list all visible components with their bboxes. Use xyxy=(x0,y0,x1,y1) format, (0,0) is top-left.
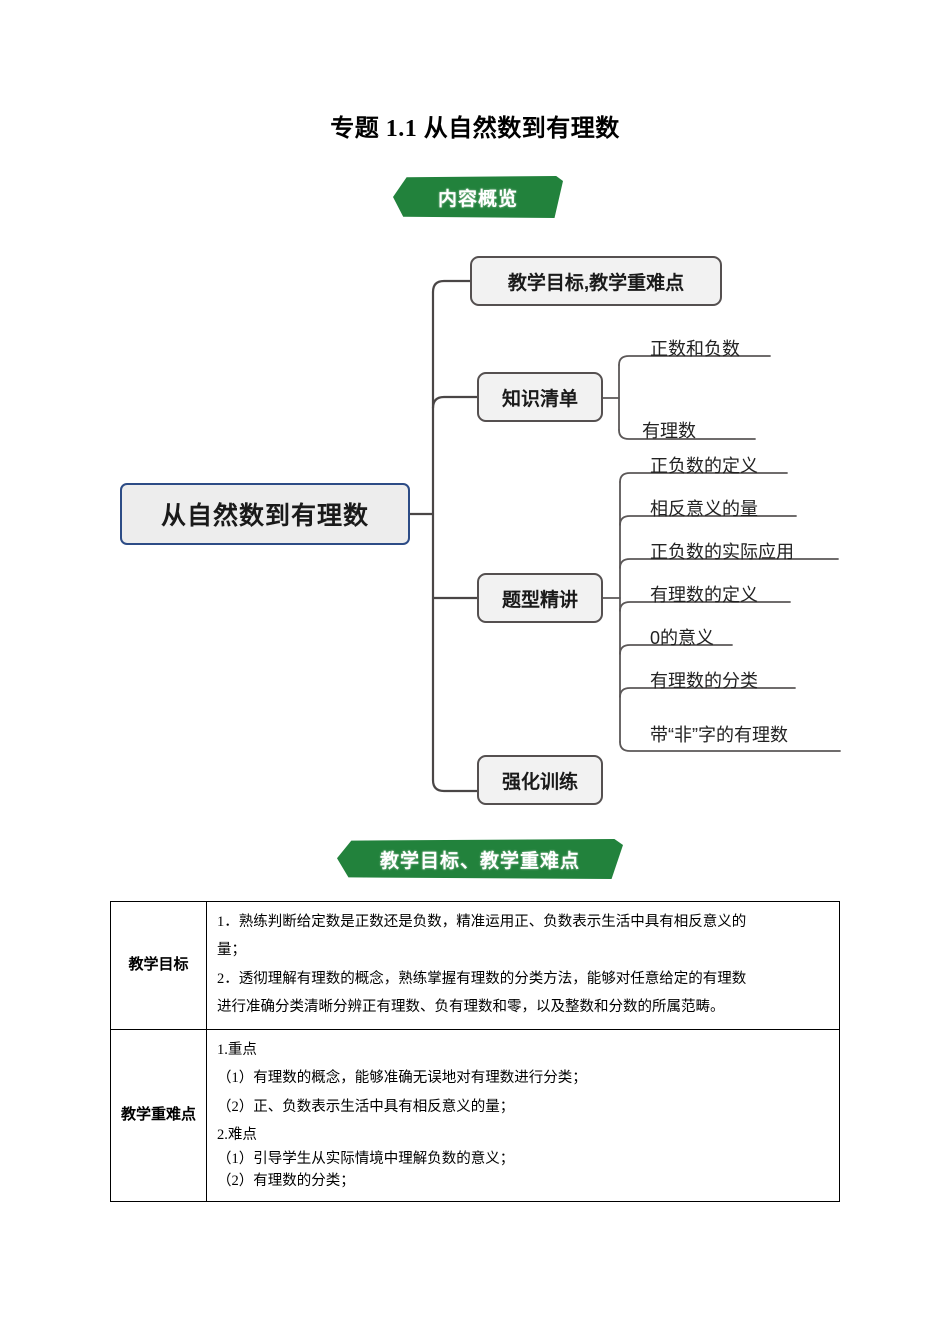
mindmap-branch-question-types[interactable]: 题型精讲 xyxy=(477,573,603,623)
mindmap-leaf-positive-negative-numbers[interactable]: 正数和负数 xyxy=(650,339,740,359)
table-row: 教学目标 1．熟练判断给定数是正数还是负数，精准运用正、负数表示生活中具有相反意… xyxy=(110,900,840,1031)
table-cell-key-difficult-points: 1.重点 （1）有理数的概念，能够准确无误地对有理数进行分类； （2）正、负数表… xyxy=(206,1029,840,1202)
page-title: 专题 1.1 从自然数到有理数 xyxy=(330,116,620,142)
mindmap-root-node[interactable]: 从自然数到有理数 xyxy=(120,483,410,545)
mindmap-leaf-opposite-meaning-quantity[interactable]: 相反意义的量 xyxy=(650,499,758,519)
mindmap-connectors xyxy=(408,279,841,793)
cell-line: 2．透彻理解有理数的概念，熟练掌握有理数的分类方法，能够对任意给定的有理数 xyxy=(217,970,747,987)
mindmap-branch-teaching-objectives[interactable]: 教学目标,教学重难点 xyxy=(470,256,722,306)
mindmap-leaf-fei-character-rational-numbers[interactable]: 带“非”字的有理数 xyxy=(650,725,788,745)
mindmap-leaf-practical-application[interactable]: 正负数的实际应用 xyxy=(650,542,794,562)
cell-line: 1．熟练判断给定数是正数还是负数，精准运用正、负数表示生活中具有相反意义的 xyxy=(217,914,747,930)
table-row: 教学重难点 1.重点 （1）有理数的概念，能够准确无误地对有理数进行分类； （2… xyxy=(110,1029,840,1202)
cell-line: （1）引导学生从实际情境中理解负数的意义； xyxy=(217,1151,515,1168)
mindmap-branch-training[interactable]: 强化训练 xyxy=(477,755,603,805)
objectives-table: 教学目标 1．熟练判断给定数是正数还是负数，精准运用正、负数表示生活中具有相反意… xyxy=(110,900,840,1202)
mindmap-branch-knowledge-list[interactable]: 知识清单 xyxy=(477,372,603,422)
cell-line: 量； xyxy=(217,942,246,959)
mindmap-leaf-classification-of-rational-numbers[interactable]: 有理数的分类 xyxy=(650,671,758,691)
mindmap-leaf-meaning-of-zero[interactable]: 0的意义 xyxy=(650,628,715,648)
section-banner-overview: 内容概览 xyxy=(393,176,563,218)
table-row-label-objectives: 教学目标 xyxy=(110,900,207,1031)
cell-line: 2.难点 xyxy=(217,1126,257,1143)
mindmap-leaf-definition-of-signed-numbers[interactable]: 正负数的定义 xyxy=(650,456,758,476)
cell-line: 进行准确分类清晰分辨正有理数、负有理数和零，以及整数和分数的所属范畴。 xyxy=(217,998,725,1015)
cell-line: 1.重点 xyxy=(217,1042,257,1059)
section-banner-objectives: 教学目标、教学重难点 xyxy=(337,839,623,879)
cell-line: （1）有理数的概念，能够准确无误地对有理数进行分类； xyxy=(217,1070,587,1087)
table-row-label-key-difficult-points: 教学重难点 xyxy=(110,1029,207,1202)
mindmap-leaf-definition-of-rational-numbers[interactable]: 有理数的定义 xyxy=(650,585,758,605)
cell-line: （2）正、负数表示生活中具有相反意义的量； xyxy=(217,1098,515,1115)
mindmap-leaf-rational-numbers[interactable]: 有理数 xyxy=(642,421,696,441)
cell-line: （2）有理数的分类； xyxy=(217,1172,355,1189)
table-cell-objectives: 1．熟练判断给定数是正数还是负数，精准运用正、负数表示生活中具有相反意义的 量；… xyxy=(206,900,840,1031)
mindmap-diagram: 从自然数到有理数 教学目标,教学重难点 知识清单 题型精讲 强化训练 正数和负数… xyxy=(0,230,950,830)
